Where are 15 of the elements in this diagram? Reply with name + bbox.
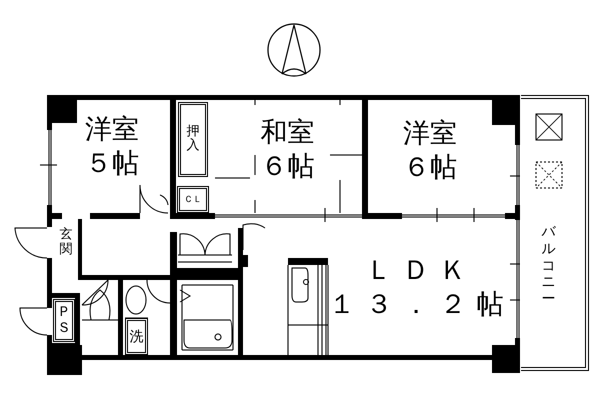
room-size: ５帖 bbox=[85, 147, 139, 181]
room-size: ６帖 bbox=[260, 150, 314, 184]
room-size: ６帖 bbox=[403, 151, 457, 185]
room-name: 洋室 bbox=[85, 113, 139, 147]
room-name: 和室 bbox=[260, 116, 314, 150]
closet-box: ＰＳ bbox=[53, 299, 75, 342]
entrance-label: 玄関 bbox=[55, 222, 77, 270]
balcony-band bbox=[521, 95, 589, 371]
closet-box: 押入 bbox=[178, 102, 208, 177]
closet-box: 洗 bbox=[125, 318, 148, 355]
balcony-label: バルコニー bbox=[541, 224, 556, 308]
room-name: 洋室 bbox=[403, 117, 457, 151]
room-size: １３．２帖 bbox=[328, 288, 514, 322]
closet-box: ＣＬ bbox=[177, 186, 209, 213]
room-name: ＬＤＫ bbox=[366, 254, 476, 288]
